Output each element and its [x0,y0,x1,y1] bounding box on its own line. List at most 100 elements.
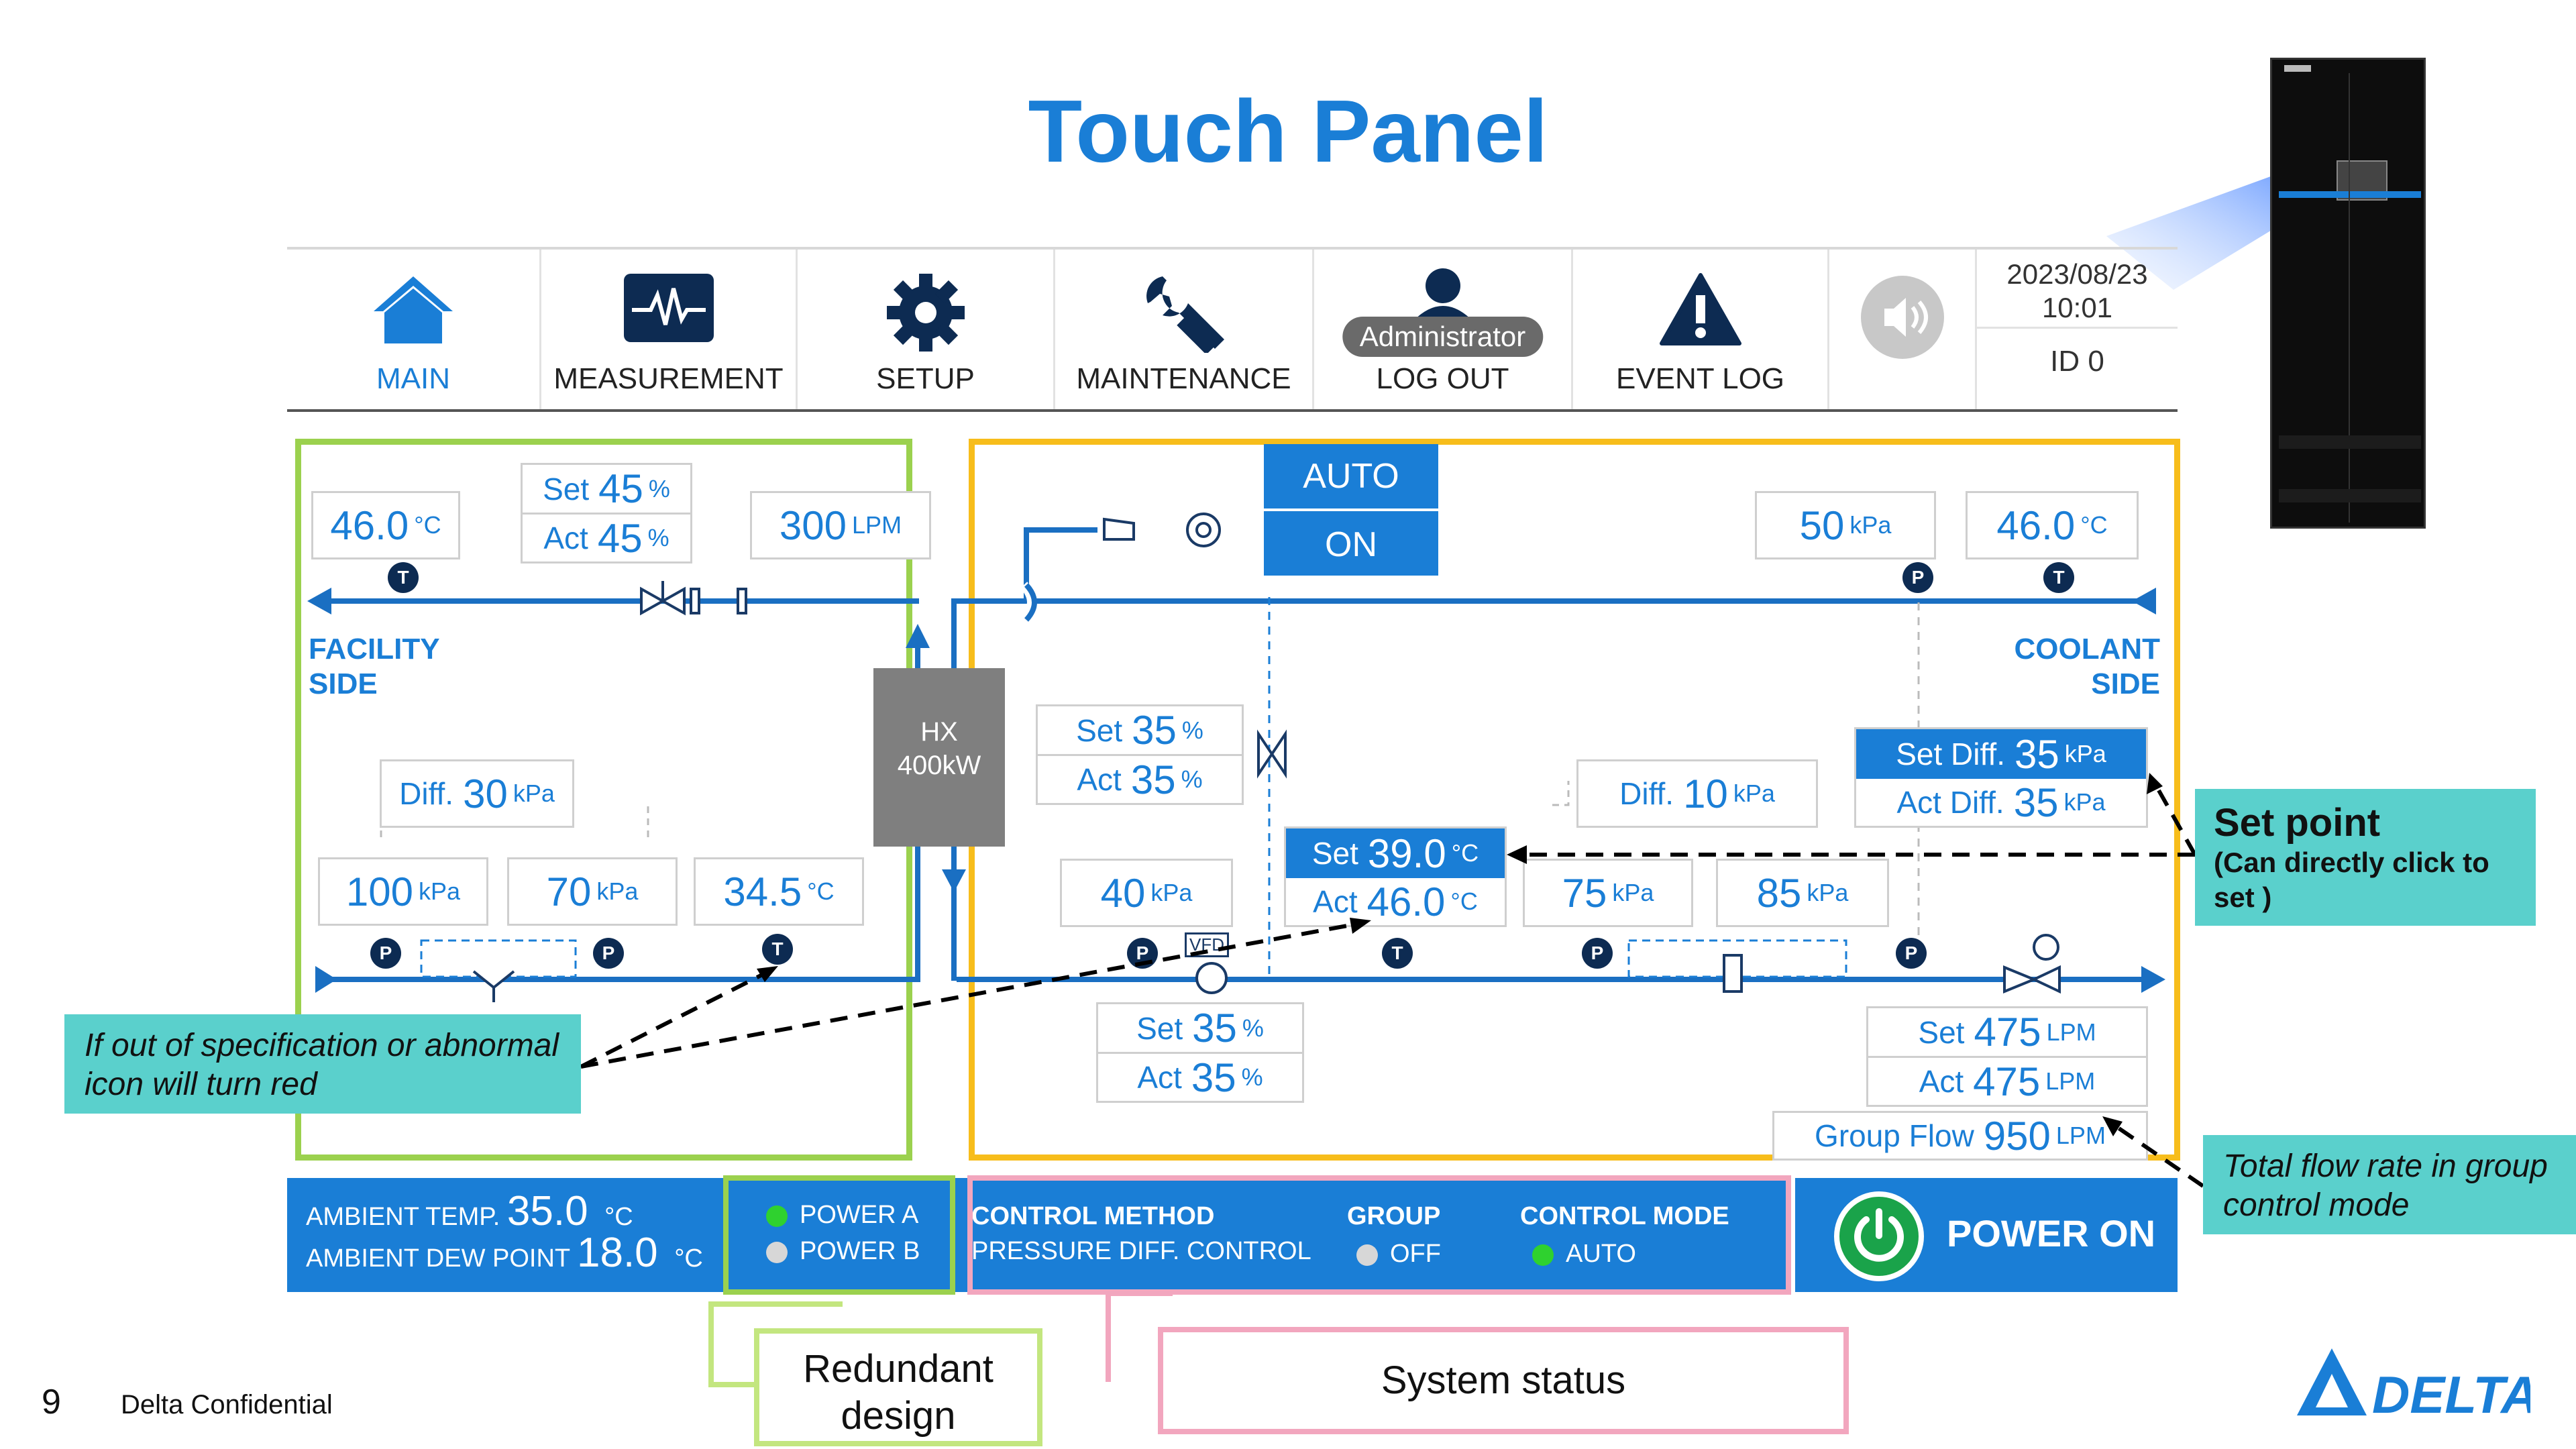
facility-flow: 300 LPM [750,491,931,559]
group-flow-callout: Total flow rate in group control mode [2203,1135,2576,1234]
status-dot-icon [766,1205,788,1227]
value: 46.0 [330,502,409,548]
confidential-label: Delta Confidential [121,1390,333,1419]
nav-eventlog-label: EVENT LOG [1615,362,1785,395]
pre: Set [1918,1014,1965,1050]
control-method-value: PRESSURE DIFF. CONTROL [971,1237,1311,1265]
pre: Act Diff. [1896,785,2004,820]
control-mode-label: CONTROL MODE [1520,1202,1729,1230]
flow-set[interactable]: Set 475 LPM [1868,1008,2146,1058]
pressure-sensor-icon: P [593,938,624,969]
heat-exchanger[interactable]: HX 400kW [873,668,1005,847]
pre: Diff. [1619,776,1674,811]
pump-act: Act 35 % [1098,1054,1302,1101]
on-button[interactable]: ON [1264,508,1438,576]
group-flow: Group Flow 950 LPM [1772,1111,2148,1161]
callout-text: icon will turn red [85,1067,317,1102]
dew-point-label: AMBIENT DEW POINT [306,1244,570,1273]
value: 75 [1562,870,1607,916]
nav-bottom-divider [287,409,2178,412]
value: 35 [2014,731,2059,777]
unit: °C [807,877,835,905]
nav-main-tab[interactable]: MAIN [287,255,539,409]
callout-text: (Can directly click to [2214,847,2489,878]
value: 34.5 [723,869,802,914]
value: 46.0 [1366,879,1446,924]
unit: kPa [596,877,639,905]
nav-maintenance-tab[interactable]: MAINTENANCE [1055,255,1312,409]
unit: % [1242,1014,1264,1042]
facility-valve-set[interactable]: Set 45 % [523,465,690,515]
facility-valve-setpoint[interactable]: Set 45 % Act 45 % [521,463,692,564]
pressure-sensor-icon: P [1582,938,1613,969]
coolant-pressure: 50 kPa [1755,491,1936,559]
group-value: OFF [1390,1240,1441,1268]
bypass-valve-set[interactable]: Set 35 % [1038,706,1242,756]
unit: kPa [1849,511,1892,539]
unit: LPM [852,511,902,539]
nav-measurement-tab[interactable]: MEASUREMENT [541,255,796,409]
pre: Set [1311,836,1358,871]
value: 70 [546,869,592,914]
unit: kPa [419,877,461,905]
pressure-sensor-icon: P [1896,938,1927,969]
facility-diff-pressure: Diff. 30 kPa [380,759,574,828]
nav-maintenance-label: MAINTENANCE [1076,362,1291,395]
pre: Set Diff. [1896,737,2005,771]
nav-setup-tab[interactable]: SETUP [798,255,1053,409]
pump-set[interactable]: Set 35 % [1098,1004,1302,1054]
sound-toggle[interactable] [1829,255,1975,409]
nav-eventlog-tab[interactable]: EVENT LOG [1573,255,1827,409]
ambient-temp-label: AMBIENT TEMP. [306,1203,500,1231]
filter-outlet-pressure: 85 kPa [1716,859,1889,927]
bypass-valve-setpoint[interactable]: Set 35 % Act 35 % [1036,704,1244,805]
unit: kPa [2064,740,2106,767]
coolant-side-label-line1: COOLANT [2014,633,2160,665]
nav-logout-tab[interactable]: Administrator LOG OUT [1314,255,1571,409]
callout-text: control mode [2223,1187,2410,1223]
value: 475 [1974,1010,2041,1055]
unit: % [1181,716,1203,744]
waveform-monitor-icon [623,274,714,342]
temp-sensor-icon: T [762,934,793,965]
datetime-display: 2023/08/23 10:01 [1977,250,2178,329]
nav-separator [1827,250,1829,409]
diff-pressure-setpoint[interactable]: Set Diff. 35 kPa Act Diff. 35 kPa [1854,727,2148,828]
facility-supply-temp: 46.0 °C [311,491,460,559]
power-button[interactable] [1834,1191,1924,1281]
pre: Set [543,471,590,506]
nav-separator [539,250,541,409]
value: 45 [597,515,643,561]
abnormal-icon-callout: If out of specification or abnormal icon… [64,1014,581,1114]
facility-outlet-pressure: 70 kPa [507,857,678,926]
value: 85 [1756,870,1802,916]
nav-top-divider [287,247,2178,250]
pressure-sensor-icon: P [1902,562,1933,593]
set-diff-button[interactable]: Set Diff. 35 kPa [1856,729,2146,779]
delta-logo: DELTA [2297,1348,2530,1419]
pump-speed-setpoint[interactable]: Set 35 % Act 35 % [1096,1002,1304,1103]
status-dot-icon [766,1241,788,1263]
pump-inlet-pressure: 40 kPa [1060,859,1233,927]
pre: Act [1137,1060,1182,1095]
time-text: 10:01 [2041,292,2113,323]
power-on-label[interactable]: POWER ON [1947,1212,2156,1254]
flow-setpoint[interactable]: Set 475 LPM Act 475 LPM [1866,1006,2148,1107]
temp-set-button[interactable]: Set 39.0 °C [1286,828,1505,878]
power-a-label: POWER A [800,1201,919,1229]
value: 950 [1983,1113,2051,1159]
value: 100 [345,869,414,914]
status-connector [1106,1291,1173,1382]
unit: % [1181,765,1203,793]
auto-mode-button[interactable]: AUTO [1264,444,1438,508]
unit: LPM [2046,1018,2096,1046]
setpoint-callout: Set point (Can directly click to set ) [2195,789,2536,926]
supply-temp-setpoint[interactable]: Set 39.0 °C Act 46.0 °C [1284,826,1507,927]
value: 35 [2013,780,2059,825]
pre: Group Flow [1815,1118,1974,1153]
value: 45 [598,466,643,511]
group-label: GROUP [1347,1202,1441,1230]
status-dot-icon [1532,1244,1554,1266]
group-status: OFF [1356,1240,1441,1269]
home-icon [374,276,453,343]
